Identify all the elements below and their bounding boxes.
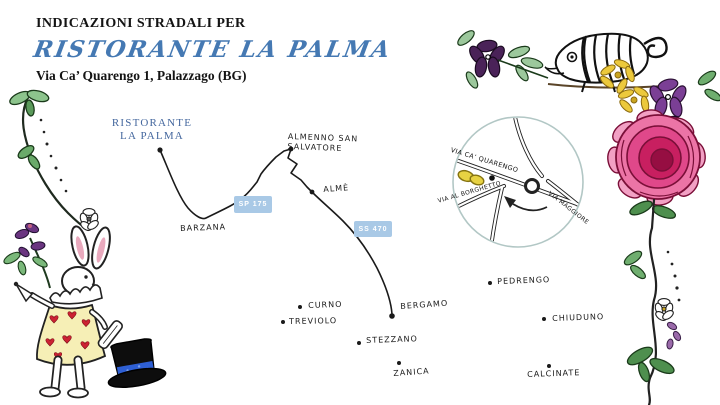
restaurant-dot: [157, 147, 163, 153]
trumpet: [15, 283, 34, 303]
vine-dotted-trail: [39, 118, 68, 193]
road-badge-ss470: SS 470: [354, 221, 392, 237]
town-label-chiuduno: CHIUDUNO: [552, 312, 605, 323]
white-rabbit: [13, 225, 123, 399]
vine-dotted-trail-right: [666, 250, 681, 302]
leaf-sprig: [457, 30, 544, 89]
top-right-decoration: [457, 30, 720, 219]
white-flower-right: [654, 298, 674, 321]
top-hat: [107, 338, 167, 389]
rose: [607, 109, 706, 206]
restaurant-label-line2: LA PALMA: [120, 129, 184, 142]
town-label-curno: CURNO: [308, 299, 343, 310]
route-stops: [157, 146, 395, 319]
town-label-treviolo: TREVIOLO: [289, 316, 338, 326]
town-label-stezzano: STEZZANO: [366, 334, 419, 345]
route-line: [159, 148, 393, 315]
white-flower: [79, 208, 99, 231]
restaurant-map-label: RISTORANTE LA PALMA: [104, 117, 200, 142]
chameleon-mouth: [544, 66, 565, 75]
town-dots: [281, 281, 551, 368]
right-vine: [623, 198, 682, 405]
inset-location-dot: [489, 175, 495, 181]
restaurant-label-line1: RISTORANTE: [111, 117, 193, 129]
page-address: Via Ca’ Quarengo 1, Palazzago (BG): [36, 68, 247, 83]
left-vine: [9, 89, 99, 232]
town-label-barzana: BARZANA: [180, 222, 227, 233]
town-label-pedrengo: PEDRENGO: [497, 275, 551, 286]
scroll: [97, 320, 123, 350]
alme-dot: [309, 189, 315, 195]
purple-sprig: [3, 222, 51, 289]
turn-arrow: [504, 196, 548, 212]
page-title: RISTORANTE LA PALMA: [31, 36, 394, 63]
purple-buds: [666, 321, 682, 350]
purple-flower-top: [469, 39, 505, 78]
almenno-dot: [288, 146, 294, 152]
chameleon-tail: [643, 36, 668, 59]
yellow-flowers: [599, 59, 650, 113]
town-label-alme: ALMÈ: [323, 183, 350, 194]
inset-map: [452, 116, 584, 248]
bergamo-dot: [389, 313, 395, 319]
chameleon-stripes: [581, 33, 636, 83]
road-badge-sp175: SP 175: [234, 196, 272, 213]
town-label-almenno-san-salvatore: ALMENNO SAN SALVATORE: [287, 132, 359, 153]
page-kicker: INDICAZIONI STRADALI PER: [36, 16, 246, 31]
restaurant-building-highlight: [457, 169, 485, 186]
town-label-calcinate: CALCINATE: [527, 368, 581, 379]
edge-leaves: [697, 70, 720, 102]
chameleon: [544, 32, 668, 93]
